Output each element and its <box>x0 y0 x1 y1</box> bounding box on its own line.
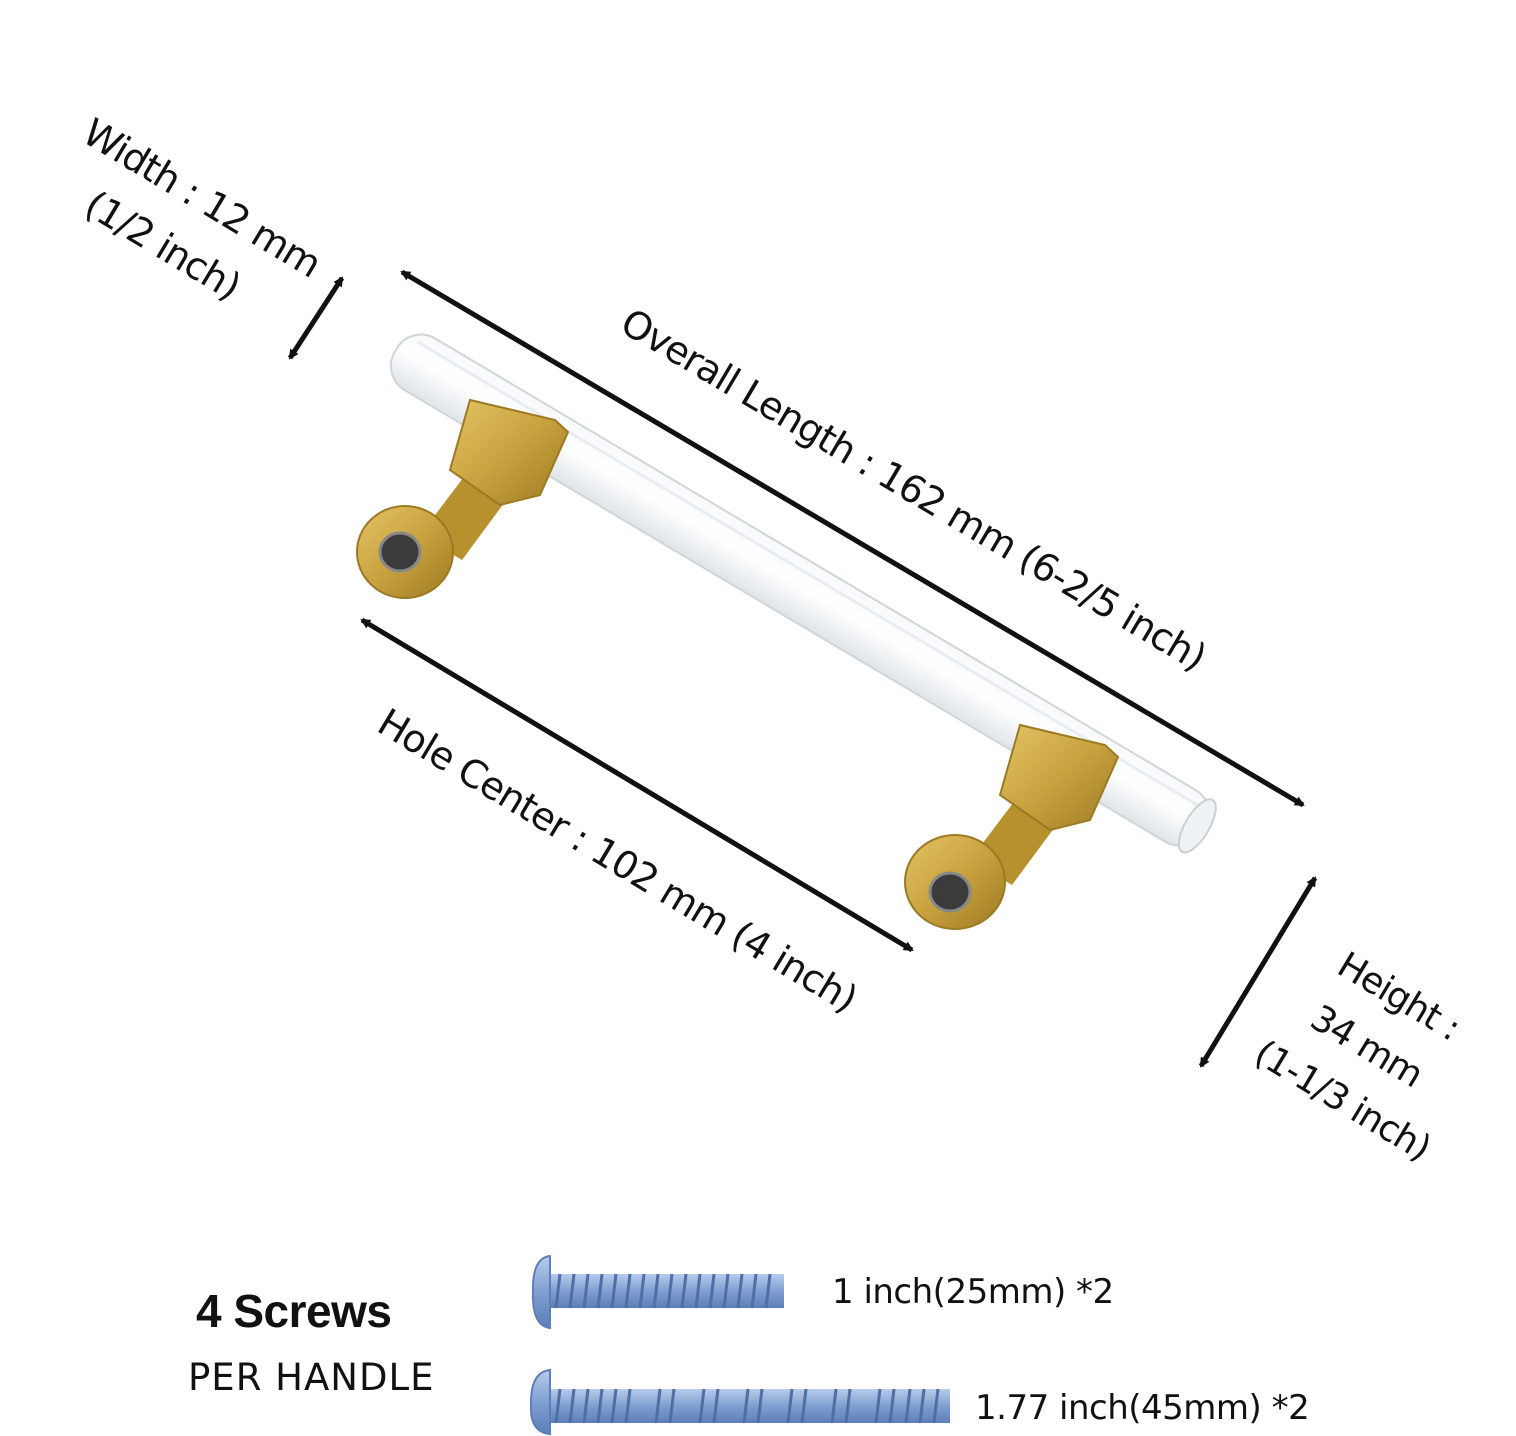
screw-long-label: 1.77 inch(45mm) *2 <box>975 1388 1310 1428</box>
screw-long-icon <box>529 1368 950 1436</box>
screws-title: 4 Screws <box>196 1285 392 1337</box>
height-arrow <box>1198 876 1318 1068</box>
hole-center-arrow <box>360 617 914 953</box>
left-brass-post <box>356 398 570 599</box>
screw-short-label: 1 inch(25mm) *2 <box>832 1272 1114 1312</box>
screws-subtitle: PER HANDLE <box>188 1356 435 1399</box>
right-brass-post <box>904 723 1120 930</box>
overall-length-arrow <box>400 269 1305 808</box>
width-arrow <box>287 276 345 360</box>
hole-center-label: Hole Center : 102 mm (4 inch) <box>370 700 864 1021</box>
screw-short-icon <box>531 1254 784 1330</box>
